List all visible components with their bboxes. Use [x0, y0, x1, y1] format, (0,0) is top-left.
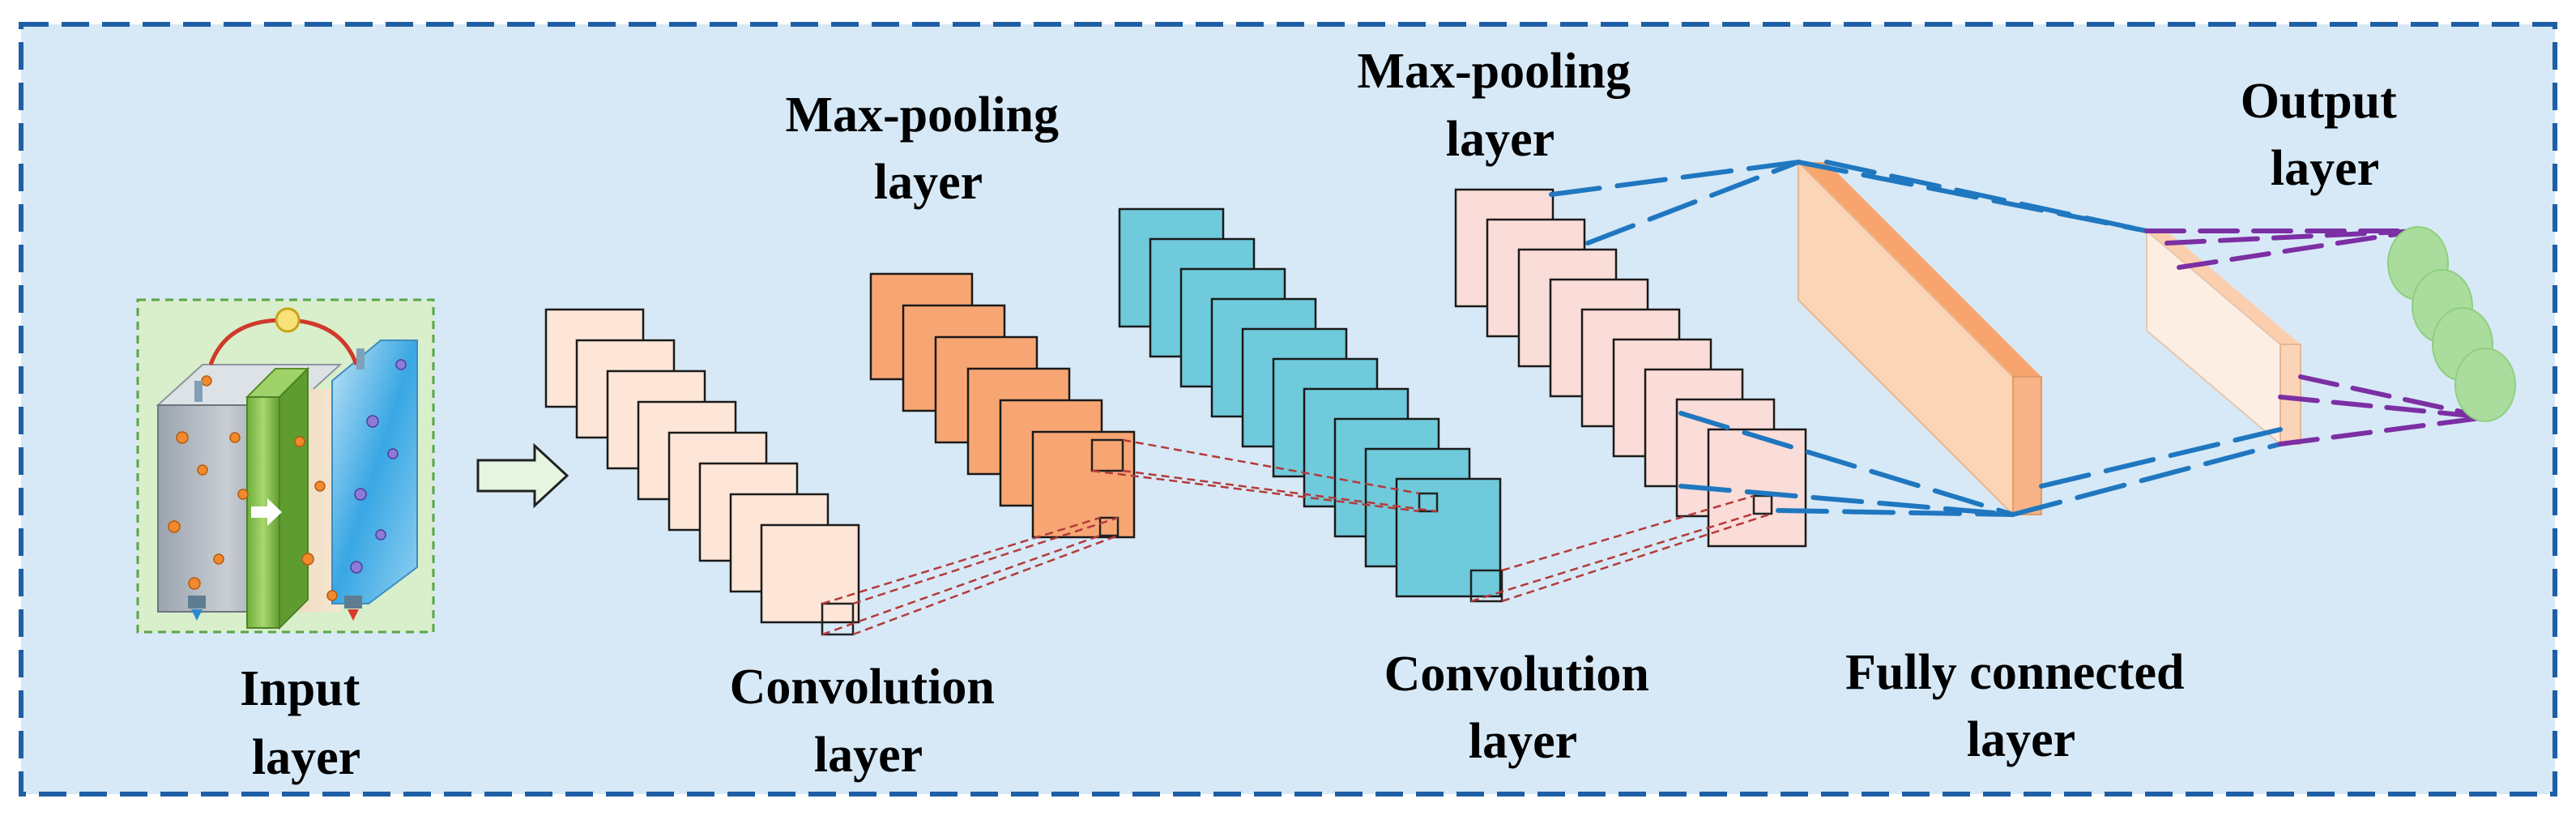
input-image — [136, 298, 435, 634]
fc-layer-label: Fully connected layer — [1845, 645, 2197, 767]
conv2-window-a — [1418, 492, 1439, 513]
receptive-field-windows — [821, 438, 1773, 636]
power-source-icon — [275, 307, 301, 333]
receptive-field-connectors — [821, 438, 1772, 636]
conv1-feature-maps — [544, 308, 860, 624]
output-connections — [2144, 228, 2489, 446]
right-arrow-icon — [476, 442, 569, 509]
conv2-feature-maps — [1118, 207, 1502, 598]
conv1-feature-map — [760, 523, 860, 624]
conv1-kernel-window — [821, 602, 855, 636]
dense-connections — [1549, 160, 2283, 517]
conv2-window-b — [1469, 569, 1503, 603]
output-layer-label: Output layer — [2241, 74, 2409, 196]
conv2-layer-label: Convolution layer — [1384, 647, 1662, 769]
output-node — [2454, 348, 2516, 422]
fully-connected-block — [1798, 160, 2042, 517]
conv1-layer-label: Convolution layer — [730, 660, 1008, 783]
pool1-window-a — [1090, 438, 1124, 472]
pool1-layer-label: Max-pooling layer — [785, 88, 1071, 210]
pool2-window — [1752, 494, 1773, 515]
conv2-feature-map — [1395, 477, 1502, 598]
output-dense-block — [2146, 228, 2301, 446]
input-layer-label: Input layer — [240, 661, 373, 785]
pool1-window-b — [1098, 516, 1120, 537]
output-nodes — [2387, 226, 2516, 422]
pool1-feature-maps — [869, 272, 1136, 539]
pool2-layer-label: Max-pooling layer — [1357, 44, 1643, 167]
